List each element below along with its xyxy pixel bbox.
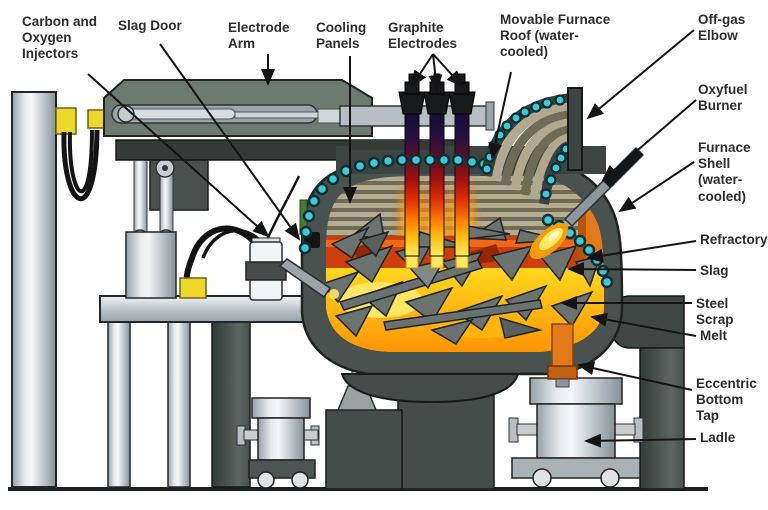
yellow-coupling	[179, 277, 207, 299]
label-slag-door: Slag Door	[118, 18, 182, 33]
label-electrode-arm: Electrode Arm	[228, 20, 290, 52]
furnace-vessel	[278, 73, 645, 404]
work-platform	[99, 295, 313, 488]
elbow-flange	[567, 87, 583, 171]
leader-melt	[590, 312, 697, 337]
label-carbon-oxygen-injectors: Carbon and Oxygen Injectors	[22, 14, 98, 62]
off-gas-elbow	[480, 87, 583, 205]
eccentric-bottom-tap	[547, 323, 578, 388]
leader-roof	[488, 71, 512, 160]
motor-cart	[236, 397, 320, 489]
label-ladle: Ladle	[700, 430, 736, 445]
leader-electrode-1	[410, 53, 434, 88]
graphite-electrodes	[398, 73, 476, 257]
leader-refractory	[586, 240, 697, 263]
leader-burner	[601, 99, 697, 182]
ladle	[508, 377, 644, 488]
power-cable	[61, 129, 100, 202]
leader-ladle	[584, 433, 697, 448]
label-eccentric-bottom-tap: Eccentric Bottom Tap	[696, 376, 757, 424]
leader-bottom-tap	[577, 361, 693, 391]
leader-slag-door	[159, 43, 301, 241]
leader-shell	[618, 161, 695, 213]
electrode-mast-column	[11, 91, 113, 488]
yellow-cap	[55, 107, 77, 135]
leader-electrode-3	[432, 53, 464, 88]
label-melt: Melt	[700, 328, 727, 343]
label-oxyfuel-burner: Oxyfuel Burner	[698, 82, 748, 114]
label-cooling-panels: Cooling Panels	[316, 20, 367, 52]
label-furnace-shell: Furnace Shell (water-cooled)	[698, 140, 751, 204]
label-refractory: Refractory	[700, 232, 768, 247]
electrode-clamp	[398, 73, 476, 115]
leader-injectors	[87, 73, 270, 238]
label-steel-scrap: Steel Scrap	[696, 296, 734, 328]
oxyfuel-burner	[529, 146, 645, 260]
leader-slag	[567, 262, 697, 277]
leader-off-gas	[586, 29, 695, 120]
ladle-cart	[511, 457, 641, 479]
leader-electrode-2	[428, 53, 443, 92]
label-graphite-electrodes: Graphite Electrodes	[388, 20, 458, 52]
label-slag: Slag	[700, 263, 729, 278]
furnace-pedestal	[340, 373, 520, 404]
label-movable-furnace-roof: Movable Furnace Roof (water-cooled)	[500, 12, 611, 60]
injector-lance	[278, 258, 332, 299]
leader-lines	[87, 29, 697, 448]
label-off-gas-elbow: Off-gas Elbow	[698, 12, 746, 44]
power-cable	[67, 129, 94, 193]
